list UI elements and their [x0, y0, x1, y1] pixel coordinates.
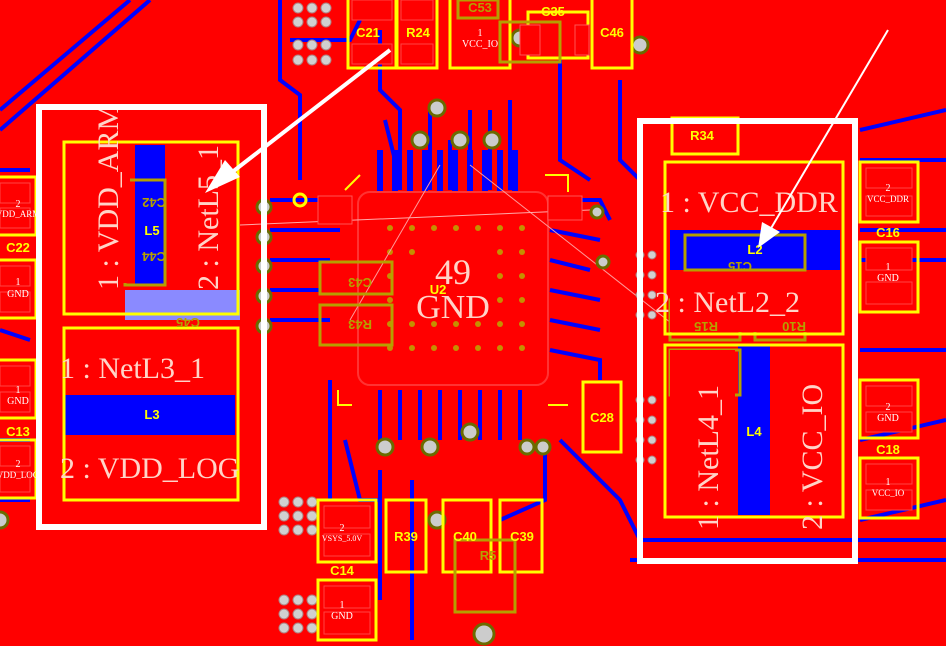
pin-label: 2 — [886, 183, 891, 194]
designator-c15: C15 — [728, 259, 752, 274]
l5-pin2-label: 2 : NetL5_1 — [192, 145, 225, 290]
arrow-left-shaft — [220, 48, 392, 182]
l4-pin2-label: 2 : VCC_IO — [796, 384, 829, 530]
designator-c45: C45 — [176, 315, 200, 330]
l3-pin2-label: 2 : VDD_LOG — [60, 452, 239, 485]
chip-net-label: GND — [416, 289, 490, 326]
net-gnd-left-2: GND — [7, 396, 29, 407]
designator-c22: C22 — [6, 240, 30, 255]
designator-c40: C40 — [453, 529, 477, 544]
pin-label: 1 — [340, 600, 345, 611]
designator-r43: R43 — [348, 317, 372, 332]
net-gnd-right-2: GND — [877, 413, 899, 424]
designator-r10: R10 — [782, 319, 806, 334]
designator-c53: C53 — [468, 0, 492, 15]
designator-c18: C18 — [876, 442, 900, 457]
designator-c43: C43 — [348, 275, 372, 290]
via-arrays — [278, 2, 657, 634]
net-vsys-bottom: VSYS_5.0V — [322, 534, 362, 543]
net-vdd-arm-left: VDD_ARM — [0, 209, 40, 219]
l4-pin1-label: 1 : NetL4_1 — [692, 385, 725, 530]
l3-pin1-label: 1 : NetL3_1 — [60, 352, 205, 385]
designator-c46: C46 — [600, 25, 624, 40]
net-gnd-left-1: GND — [7, 289, 29, 300]
chip-u2: 49 GND U2 — [239, 150, 681, 406]
highlight-box-left — [36, 104, 267, 530]
net-vdd-log-left: VDD_LOG — [0, 470, 40, 480]
designator-c21: C21 — [356, 25, 380, 40]
inductor-l5: 1 : VDD_ARM 2 : NetL5_1 L5 — [92, 104, 225, 290]
pin-label: 1 — [886, 477, 891, 488]
pin-label: 2 — [16, 459, 21, 470]
small-smd-pads — [317, 24, 590, 225]
inductor-l3: 1 : NetL3_1 2 : VDD_LOG L3 — [60, 352, 239, 485]
chip-pad-number: 49 — [435, 252, 471, 292]
l2-pin2-label: 2 : NetL2_2 — [655, 286, 800, 319]
l5-designator: L5 — [144, 223, 159, 238]
designator-r39: R39 — [394, 529, 418, 544]
arrow-left-head — [205, 160, 240, 193]
inductor-l2: 1 : VCC_DDR 2 : NetL2_2 L2 — [655, 186, 838, 319]
designator-r5: R5 — [480, 548, 497, 563]
highlight-box-right — [637, 118, 858, 564]
designator-c13: C13 — [6, 424, 30, 439]
designator-r15: R15 — [694, 319, 718, 334]
pin-label: 1 — [886, 262, 891, 273]
pin-label: 1 — [16, 277, 21, 288]
inductor-silk — [62, 140, 845, 519]
net-vcc-io-top: VCC_IO — [462, 39, 498, 50]
component-designators: C21 R24 C53 C35 C46 R34 C16 C18 C28 C22 … — [6, 0, 900, 578]
net-gnd-bottom: GND — [331, 611, 353, 622]
net-vcc-ddr-right: VCC_DDR — [867, 194, 909, 204]
designator-c28: C28 — [590, 410, 614, 425]
annotation-overlay — [36, 29, 889, 564]
chip-designator: U2 — [430, 282, 447, 297]
net-gnd-right-1: GND — [877, 273, 899, 284]
designator-c16: C16 — [876, 225, 900, 240]
blue-ground-pours — [65, 145, 840, 515]
designator-c14: C14 — [330, 563, 355, 578]
designator-r34: R34 — [690, 128, 715, 143]
designator-c42: C42 — [142, 195, 166, 210]
l3-designator: L3 — [144, 407, 159, 422]
inductor-bodies — [68, 148, 840, 515]
l4-designator: L4 — [746, 424, 762, 439]
pin-label: 2 — [16, 199, 21, 210]
inductor-l4: 1 : NetL4_1 2 : VCC_IO L4 — [692, 384, 829, 530]
component-pad-fills — [0, 0, 913, 635]
pin-label: 1 — [16, 385, 21, 396]
designator-c44: C44 — [141, 249, 166, 264]
l5-pin1-label: 1 : VDD_ARM — [92, 104, 125, 290]
designator-c39: C39 — [510, 529, 534, 544]
designator-r24: R24 — [406, 25, 431, 40]
arrow-right-shaft — [769, 29, 889, 231]
pin-label: 1 — [478, 28, 483, 39]
arrow-right-head — [758, 222, 780, 248]
l2-pin1-label: 1 : VCC_DDR — [660, 186, 838, 219]
pin-label: 2 — [340, 523, 345, 534]
pad-net-labels: 1 VCC_IO 2 VDD_ARM 1 GND 1 GND 2 VDD_LOG… — [0, 28, 909, 622]
pin-label: 2 — [886, 402, 891, 413]
net-vcc-io-right: VCC_IO — [872, 488, 905, 498]
designator-c35: C35 — [541, 4, 565, 19]
